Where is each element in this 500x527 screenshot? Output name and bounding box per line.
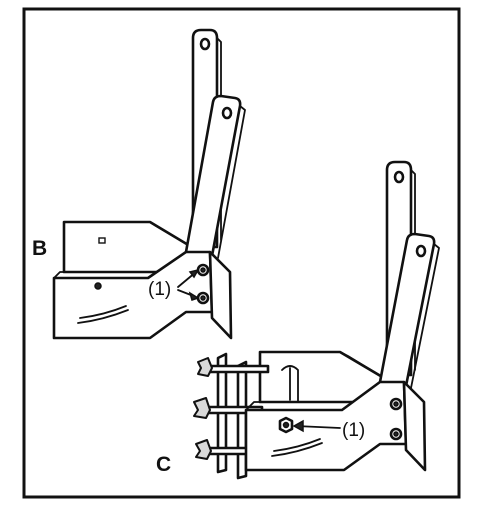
view-b-assembly [52,28,246,340]
view-c-rod-top [204,364,270,374]
view-c-wing-nut-top [197,357,213,377]
view-c-curved-slot [271,442,323,457]
view-c-wing-nut-middle [193,397,211,419]
view-c-front-arm [378,232,440,389]
view-b-front-arm [184,94,246,259]
view-c-side-flange [402,380,427,472]
view-b-hole [94,282,102,290]
view-c-label: C [156,453,171,476]
view-b-callout-label: (1) [148,279,171,300]
view-b-curved-slot [77,309,129,324]
view-c-wing-nut-bottom [195,439,212,460]
view-c-bolt-nut [278,416,294,434]
view-b-slot [98,237,106,244]
view-c-assembly [193,160,440,480]
view-b-side-flange [208,250,233,340]
view-c-callout-label: (1) [342,420,365,441]
view-b-label: B [32,237,47,260]
